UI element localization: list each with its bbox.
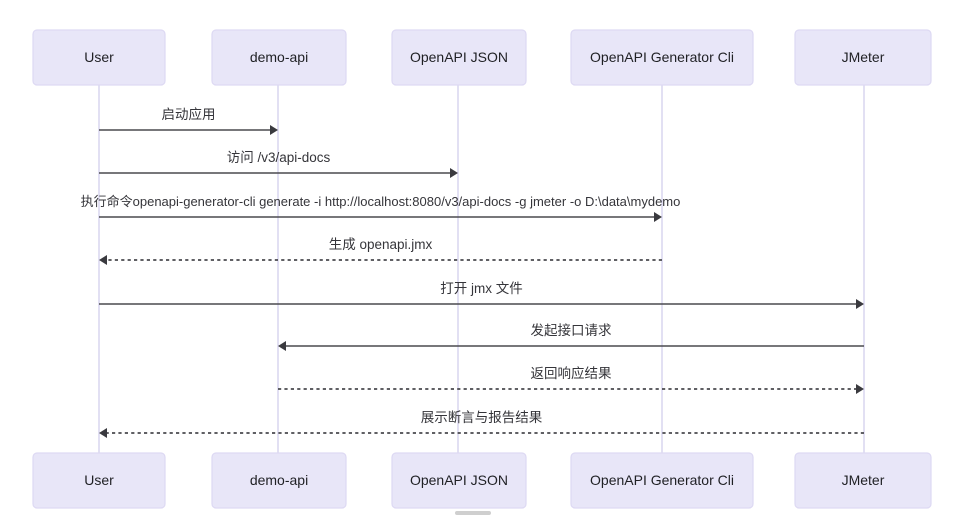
message-arrowhead-7 [856,384,864,394]
participants-top-group: User demo-api OpenAPI JSON OpenAPI Generato… [32,29,932,86]
participant-box-user-bottom[interactable] [32,452,166,509]
participant-label-openapi-json-bottom: OpenAPI JSON [410,472,508,488]
participant-box-demo-api-bottom[interactable] [211,452,347,509]
message-label-6: 发起接口请求 [531,322,612,338]
participants-bottom-group: User demo-api OpenAPI JSON OpenAPI Generato… [32,452,932,509]
lifelines-group [98,85,865,461]
participant-box-jmeter-top[interactable] [794,29,932,86]
participant-label-openapi-json-top: OpenAPI JSON [410,49,508,65]
participant-box-user-top[interactable] [32,29,166,86]
message-6: 发起接口请求 [278,322,864,351]
message-label-1: 启动应用 [162,106,216,122]
horizontal-scrollbar[interactable] [455,511,491,515]
participant-label-user-top: User [84,49,114,65]
message-label-4: 生成 openapi.jmx [329,237,433,252]
message-arrowhead-6 [278,341,286,351]
message-arrowhead-3 [654,212,662,222]
message-arrowhead-8 [99,428,107,438]
message-4: 生成 openapi.jmx [99,237,662,265]
message-5: 打开 jmx 文件 [99,280,864,309]
message-label-7: 返回响应结果 [531,365,612,381]
message-label-3: 执行命令openapi-generator-cli generate -i ht… [81,194,681,209]
participant-label-demo-api-bottom: demo-api [250,472,308,488]
message-label-8: 展示断言与报告结果 [421,410,543,425]
participant-box-openapi-json-top[interactable] [391,29,527,86]
message-2: 访问 /v3/api-docs [99,150,458,178]
participant-label-generator-cli-top: OpenAPI Generator Cli [590,49,734,65]
participant-label-jmeter-top: JMeter [842,49,885,65]
participant-label-jmeter-bottom: JMeter [842,472,885,488]
participant-label-demo-api-top: demo-api [250,49,308,65]
message-7: 返回响应结果 [278,365,864,394]
participant-box-generator-cli-top[interactable] [570,29,754,86]
participant-label-user-bottom: User [84,472,114,488]
message-label-5: 打开 jmx 文件 [440,280,523,296]
message-label-2: 访问 /v3/api-docs [227,150,331,165]
message-1: 启动应用 [99,106,278,135]
participant-label-generator-cli-bottom: OpenAPI Generator Cli [590,472,734,488]
participant-box-generator-cli-bottom[interactable] [570,452,754,509]
message-arrowhead-4 [99,255,107,265]
participant-box-openapi-json-bottom[interactable] [391,452,527,509]
participant-box-jmeter-bottom[interactable] [794,452,932,509]
participant-box-demo-api-top[interactable] [211,29,347,86]
message-8: 展示断言与报告结果 [99,410,864,438]
message-arrowhead-2 [450,168,458,178]
message-arrowhead-5 [856,299,864,309]
message-3: 执行命令openapi-generator-cli generate -i ht… [81,194,681,222]
message-arrowhead-1 [270,125,278,135]
